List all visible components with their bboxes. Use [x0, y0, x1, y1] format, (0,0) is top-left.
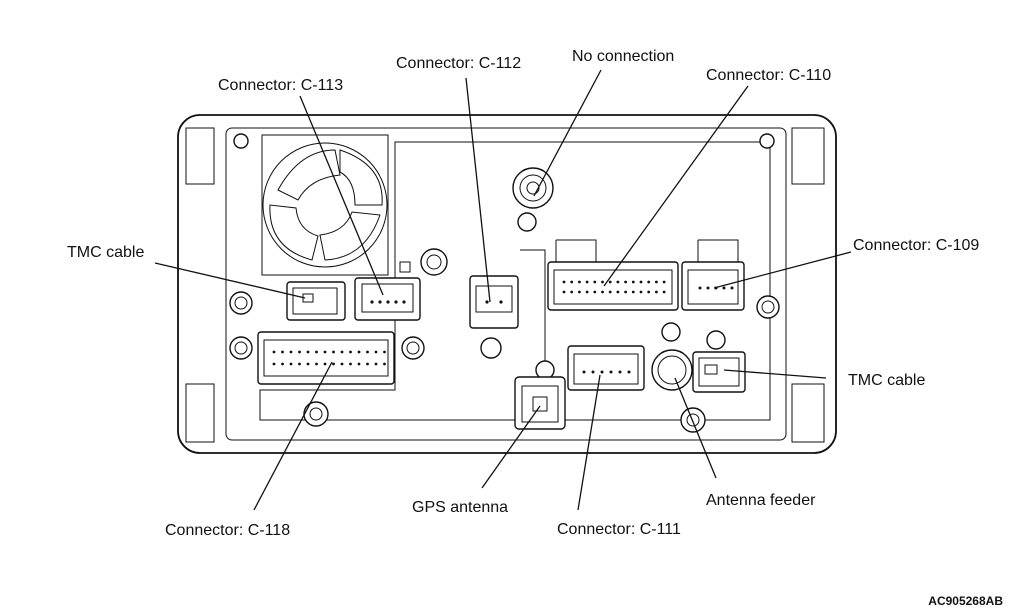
cooling-fan: [261, 134, 389, 276]
leader-lines: [154, 69, 852, 511]
label-tmc-cable-left: TMC cable: [67, 244, 144, 261]
label-connector-c109: Connector: C-109: [853, 237, 979, 254]
label-tmc-cable-right: TMC cable: [848, 372, 925, 389]
connector-c112: [469, 275, 519, 329]
label-antenna-feeder: Antenna feeder: [706, 492, 816, 509]
connector-gps-antenna: [514, 376, 566, 430]
connector-c111: [567, 345, 645, 391]
connector-c118: [257, 331, 395, 385]
connector-c110: [547, 239, 679, 311]
label-connector-c112: Connector: C-112: [396, 55, 521, 72]
connector-tmc-left: [286, 281, 346, 321]
callouts: Connector: C-113 Connector: C-112 No con…: [67, 48, 1003, 608]
screw-holes: [229, 133, 780, 433]
connector-c109: [681, 239, 745, 311]
label-connector-c110: Connector: C-110: [706, 67, 831, 84]
label-connector-c111: Connector: C-111: [557, 521, 681, 538]
figure-id: AC905268AB: [928, 594, 1003, 608]
label-connector-c113: Connector: C-113: [218, 77, 343, 94]
label-connector-c118: Connector: C-118: [165, 522, 290, 539]
label-gps-antenna: GPS antenna: [412, 499, 508, 516]
unused-jack: [512, 167, 554, 209]
label-no-connection: No connection: [572, 48, 674, 65]
connector-c113: [354, 261, 421, 321]
connector-tmc-right: [692, 351, 746, 393]
antenna-feeder-jack: [651, 349, 693, 391]
